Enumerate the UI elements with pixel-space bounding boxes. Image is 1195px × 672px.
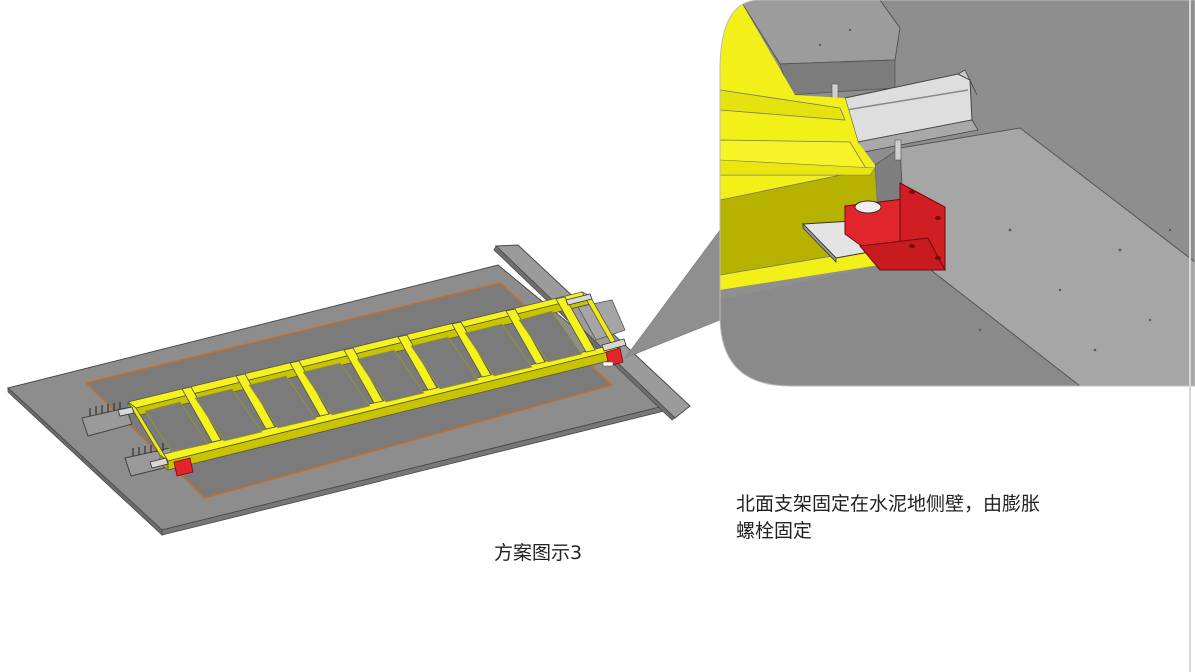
yellow-ladder-frame	[127, 291, 622, 471]
detail-view	[719, 0, 1195, 387]
red-brackets-small	[173, 347, 624, 477]
main-assembly	[6, 229, 721, 536]
callout-note-line-2: 螺栓固定	[736, 520, 813, 542]
callout-pointer	[624, 229, 721, 359]
figure-caption: 方案图示3	[494, 542, 583, 564]
callout-note-line-1: 北面支架固定在水泥地侧壁，由膨胀	[736, 493, 1041, 515]
page-edge-divider	[1189, 0, 1191, 672]
rail-ends	[117, 293, 627, 469]
